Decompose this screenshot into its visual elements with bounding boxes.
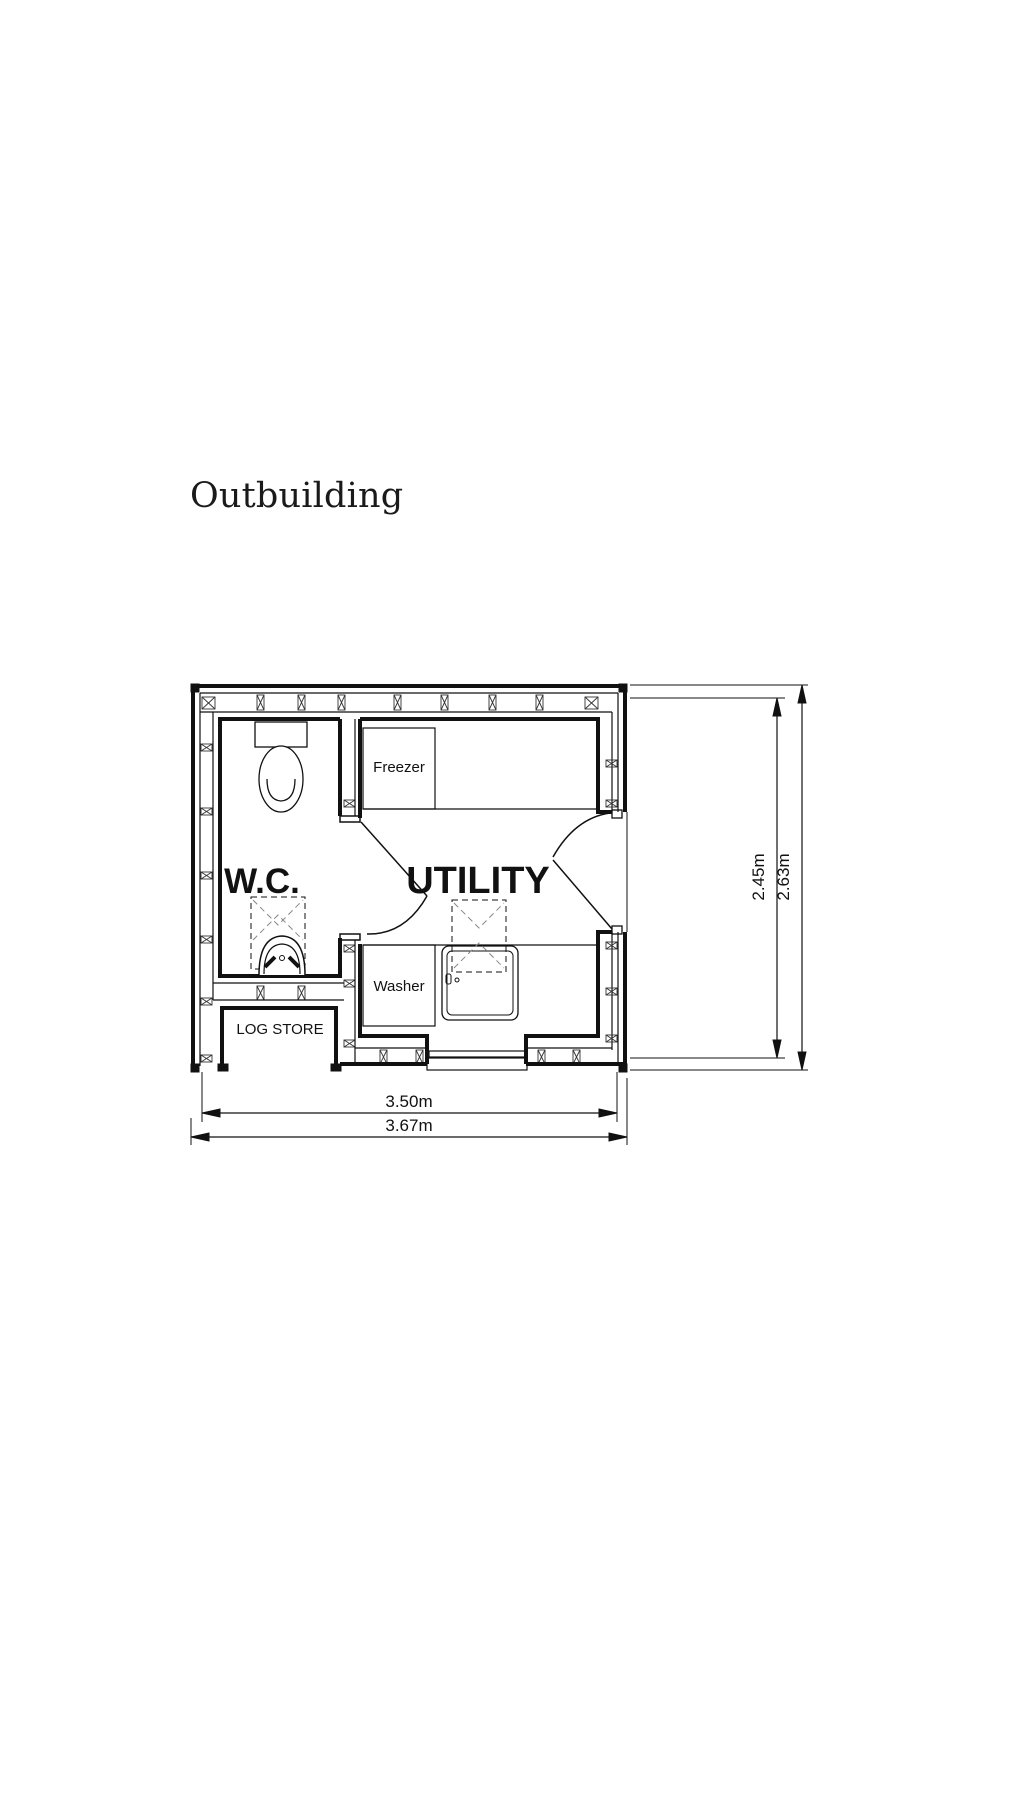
fixture-label-washer: Washer [373,978,424,995]
doors [360,812,613,935]
dimension-label-outer-width: 3.67m [385,1116,432,1135]
wc-basin-icon [250,896,306,976]
dimension-width [190,1072,628,1145]
dimension-label-inner-width: 3.50m [385,1092,432,1111]
outer-wall [190,683,628,1073]
log-store-room [217,1006,342,1072]
wc-room [213,717,362,1062]
fixture-label-freezer: Freezer [373,759,425,776]
washer-box [362,944,436,1027]
dimension-label-inner-depth: 2.45m [749,853,768,900]
utility-room [340,717,628,1071]
room-label-utility: UTILITY [406,860,550,902]
page-title: Outbuilding [190,476,404,516]
dimension-label-outer-depth: 2.63m [774,853,793,900]
room-label-log-store: LOG STORE [236,1021,323,1038]
freezer-box [362,727,436,810]
utility-fixtures [362,727,597,1027]
room-label-wc: W.C. [224,862,300,901]
sink-icon [441,945,519,1021]
dimension-depth [630,684,808,1071]
toilet-icon [254,721,308,813]
